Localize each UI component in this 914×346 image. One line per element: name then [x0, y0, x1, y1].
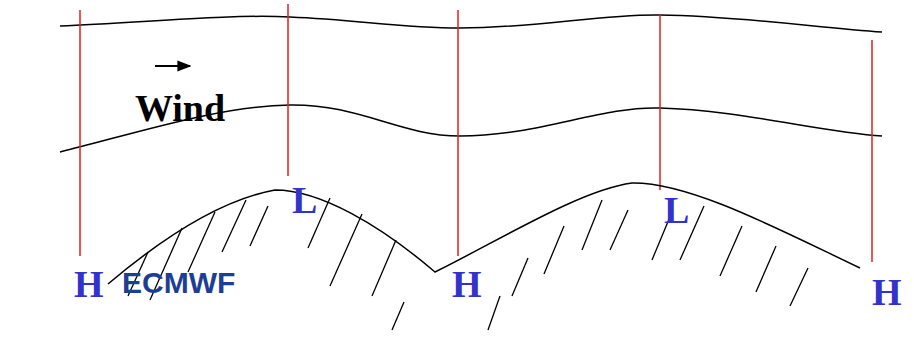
wind-arrow [155, 65, 190, 67]
wind-label: Wind [135, 86, 225, 130]
ground-hatching [128, 198, 808, 330]
high-label: H [74, 262, 104, 306]
low-label: L [664, 188, 689, 232]
logo-text: ECMWF [122, 266, 235, 300]
low-label: L [292, 178, 317, 222]
phase-lines [80, 4, 872, 262]
high-label: H [452, 262, 482, 306]
high-label: H [872, 270, 902, 314]
streamline [60, 15, 882, 32]
